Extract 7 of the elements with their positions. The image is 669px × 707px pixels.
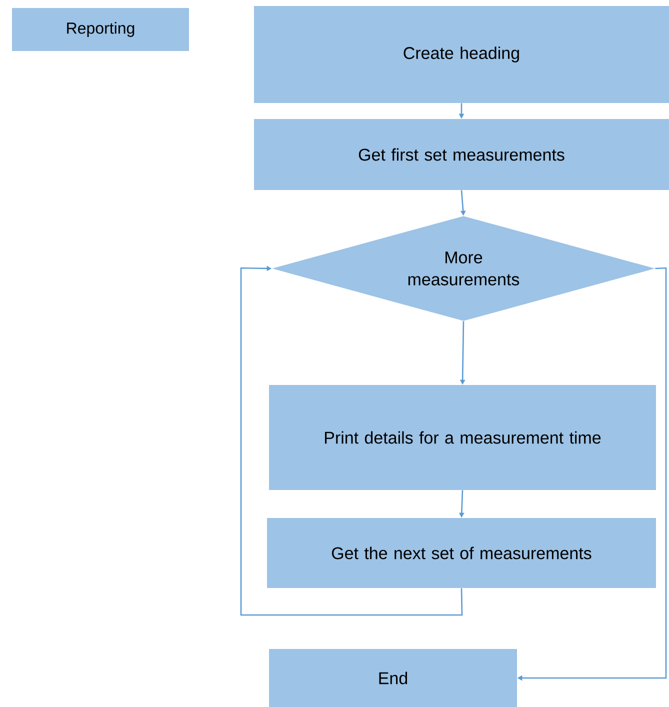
process-box: Get first set measurements: [254, 119, 669, 190]
process-box: Get the next set of measurements: [267, 518, 656, 588]
process-box: Print details for a measurement time: [269, 385, 656, 490]
process-box: Create heading: [254, 6, 669, 103]
title-box: Reporting: [12, 8, 189, 51]
arrow: [240, 266, 463, 616]
end-box: End: [269, 649, 517, 707]
